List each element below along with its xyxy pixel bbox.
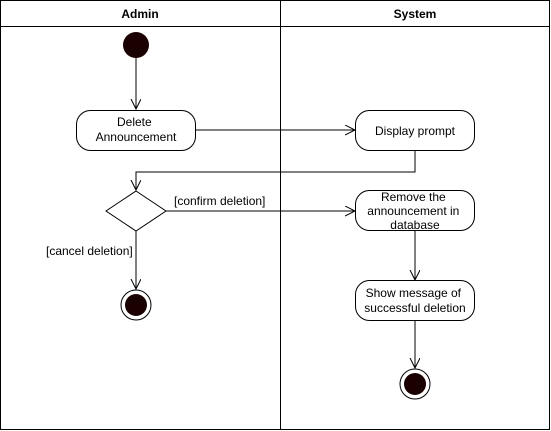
svg-text:Remove the announcement: Remove the announcement in database	[367, 190, 462, 232]
lane-title-admin: Admin	[121, 7, 158, 21]
action-delete-line-1: Delete	[117, 115, 152, 129]
action-remove-announcement: Remove the announcement in database	[355, 190, 475, 232]
svg-text:Show message of successf: Show message of successful deletion	[364, 286, 465, 315]
flow-prompt-to-decision	[136, 150, 416, 190]
action-show-message-line-2: successful deletion	[364, 301, 465, 315]
svg-text:Display prompt: Display prompt	[375, 124, 456, 138]
decision-node	[105, 190, 167, 232]
action-delete-line-2: Announcement	[96, 130, 177, 144]
final-node-admin	[120, 289, 152, 321]
action-display-prompt: Display prompt	[355, 110, 475, 151]
action-display-prompt-line-1: Display prompt	[375, 124, 456, 138]
action-delete-announcement: Delete Announcement	[76, 110, 196, 151]
action-show-message-line-1: Show message of	[366, 286, 462, 300]
action-remove-line-3: database	[390, 218, 440, 232]
action-remove-line-1: Remove the	[381, 190, 446, 204]
action-show-message: Show message of successful deletion	[355, 280, 475, 321]
action-remove-line-2: announcement in	[367, 204, 459, 218]
guard-cancel-deletion: [cancel deletion]	[46, 244, 133, 258]
initial-node	[123, 32, 149, 58]
final-node-system	[399, 368, 431, 400]
svg-text:Delete Announcement: Delete Announcement	[96, 115, 177, 144]
lane-title-system: System	[394, 7, 437, 21]
guard-confirm-deletion: [confirm deletion]	[174, 194, 265, 208]
